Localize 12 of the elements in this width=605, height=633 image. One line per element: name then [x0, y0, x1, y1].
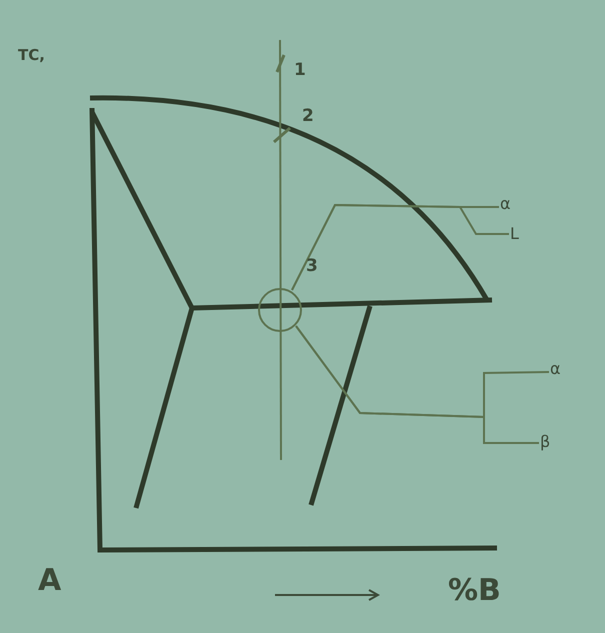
- highlight-circle: [258, 288, 302, 332]
- leader-line: [295, 325, 539, 444]
- point-number: 3: [306, 258, 318, 275]
- axis-label: %B: [448, 576, 501, 606]
- phase-label: L: [510, 226, 519, 242]
- phase-label: α: [550, 361, 561, 377]
- axis-label: TC,: [18, 48, 45, 63]
- point-number: 2: [302, 108, 314, 125]
- point-number: 1: [294, 62, 306, 79]
- axis-label: A: [38, 566, 62, 596]
- phase-label: β: [540, 434, 550, 450]
- phase-label: α: [500, 196, 511, 212]
